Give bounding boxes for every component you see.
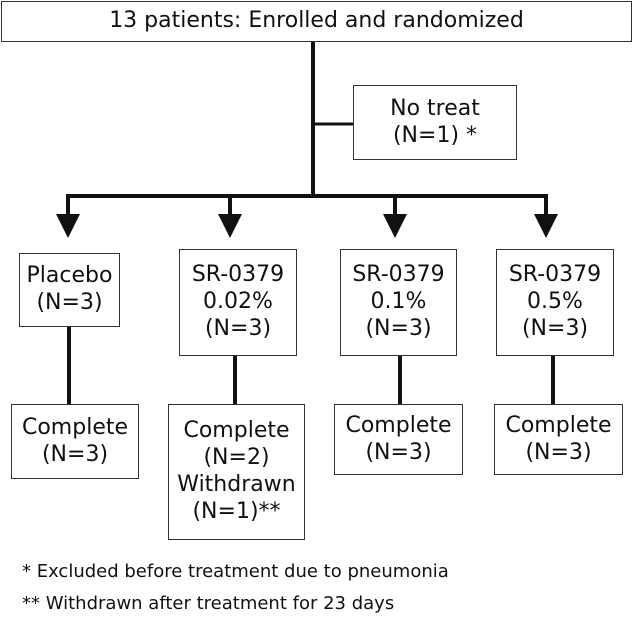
arm-box-0-02: SR-0379 0.02% (N=3) xyxy=(179,249,297,356)
outcome-status: Complete xyxy=(21,414,129,440)
footnote-1: * Excluded before treatment due to pneum… xyxy=(22,561,449,582)
arm-label: SR-0379 xyxy=(352,262,445,288)
no-treat-count: (N=1) * xyxy=(392,122,478,148)
outcome-status: Complete xyxy=(345,412,452,438)
arm-label: SR-0379 xyxy=(191,262,285,288)
no-treat-box: No treat (N=1) * xyxy=(353,85,517,160)
arm-box-0-5: SR-0379 0.5% (N=3) xyxy=(496,249,614,356)
outcome-withdrawn-status: Withdrawn xyxy=(177,472,296,497)
outcome-box-0-1: Complete (N=3) xyxy=(334,404,463,475)
arm-dose: 0.1% xyxy=(370,289,427,315)
outcome-count: (N=3) xyxy=(365,439,432,465)
arm-dose: 0.5% xyxy=(527,289,583,315)
arm-count: (N=3) xyxy=(365,315,432,341)
arm-count: (N=3) xyxy=(36,290,103,315)
arm-label: Placebo xyxy=(26,263,113,289)
footnote-2: ** Withdrawn after treatment for 23 days xyxy=(22,593,395,614)
outcome-box-placebo: Complete (N=3) xyxy=(11,404,139,479)
outcome-count: (N=3) xyxy=(41,441,109,467)
outcome-withdrawn-count: (N=1)** xyxy=(192,498,281,524)
enrollment-label: 13 patients: Enrolled and randomized xyxy=(109,8,524,34)
enrollment-box: 13 patients: Enrolled and randomized xyxy=(1,1,632,42)
arm-label: SR-0379 xyxy=(508,262,602,288)
outcome-count: (N=3) xyxy=(525,439,592,465)
outcome-box-0-5: Complete (N=3) xyxy=(494,404,623,475)
outcome-count: (N=2) xyxy=(203,445,270,471)
arm-count: (N=3) xyxy=(204,315,272,341)
outcome-status: Complete xyxy=(505,412,612,438)
outcome-status: Complete xyxy=(183,418,290,444)
arm-box-placebo: Placebo (N=3) xyxy=(19,253,120,327)
arm-dose: 0.02% xyxy=(203,289,273,315)
outcome-box-0-02: Complete (N=2) Withdrawn (N=1)** xyxy=(168,404,305,540)
arm-box-0-1: SR-0379 0.1% (N=3) xyxy=(340,249,457,356)
arm-count: (N=3) xyxy=(521,315,589,341)
no-treat-label: No treat xyxy=(390,95,480,121)
